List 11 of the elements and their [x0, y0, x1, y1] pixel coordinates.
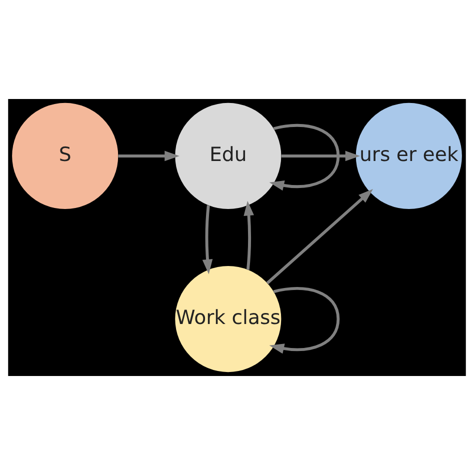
node-circle: Work class: [175, 265, 282, 372]
arrow: [269, 286, 340, 354]
arrow: [244, 200, 254, 270]
arrow: [266, 188, 373, 284]
arrow: [118, 150, 180, 161]
node-circle: Edu: [175, 102, 282, 209]
arrow: [269, 123, 340, 190]
arrow: [202, 204, 213, 274]
arrow: [281, 150, 360, 161]
node-circle: urs er eek: [356, 102, 462, 209]
node-circle: S: [12, 102, 118, 209]
